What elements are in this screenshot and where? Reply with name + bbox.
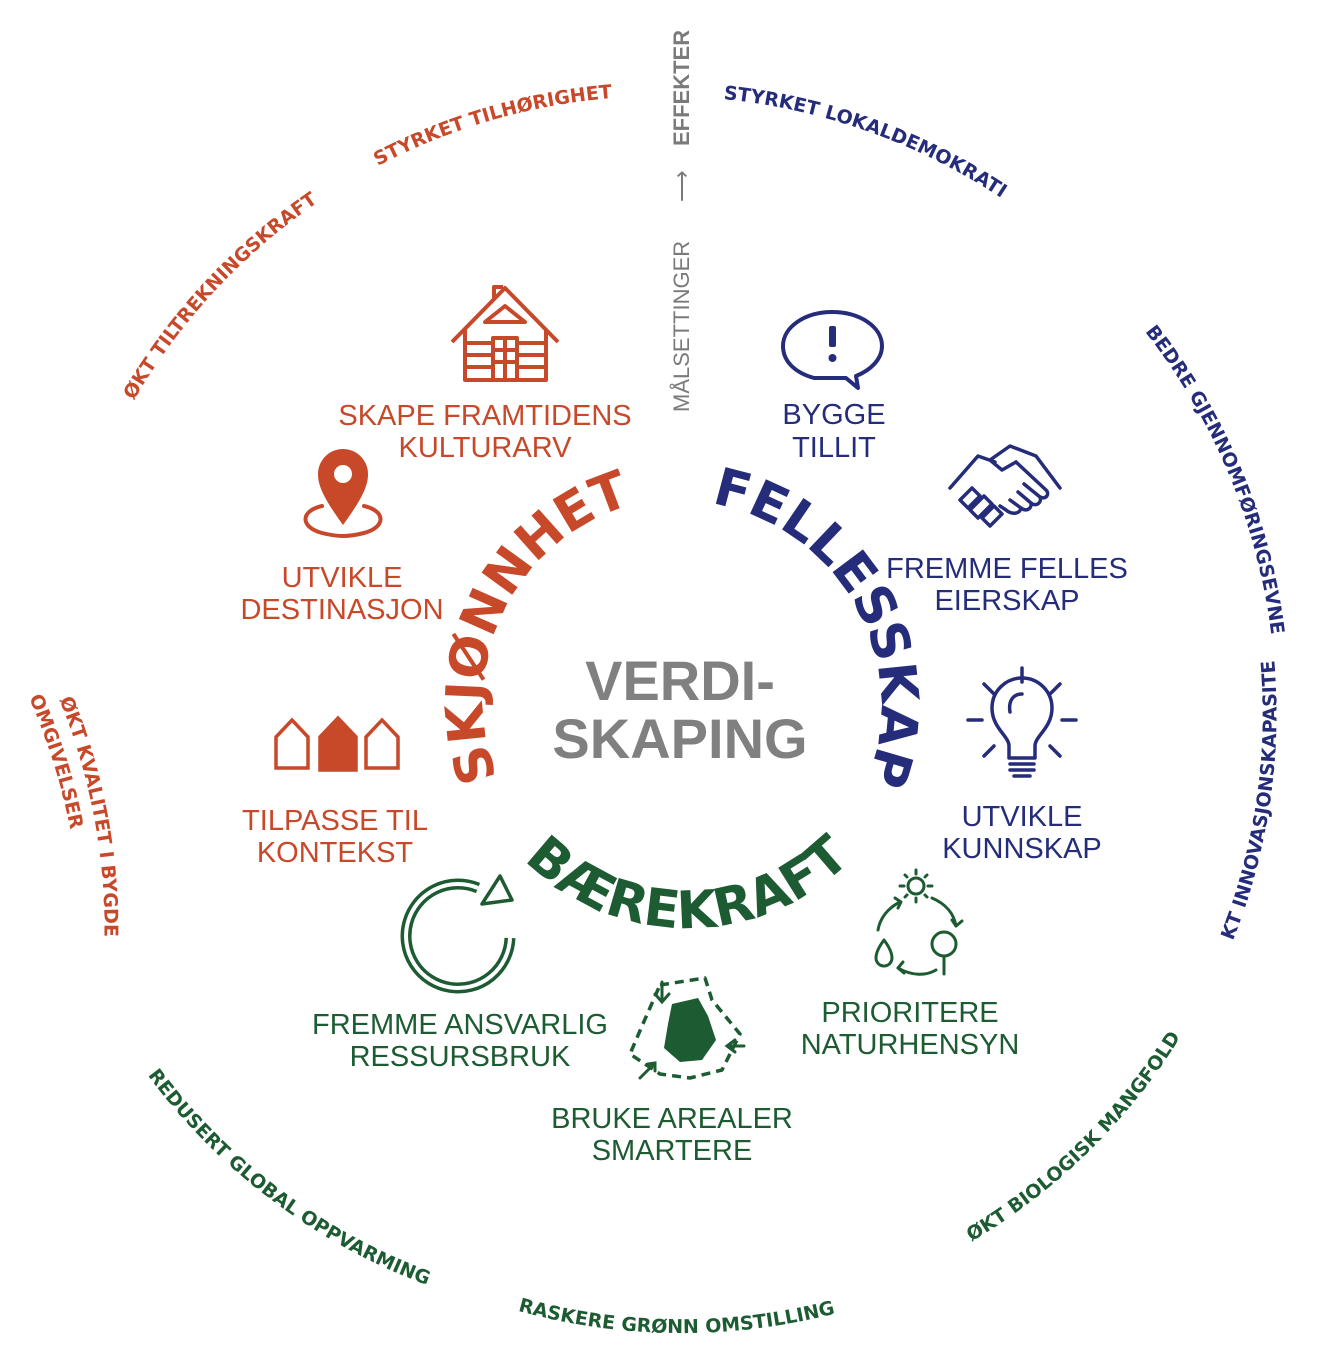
goal-tillit: BYGGE TILLIT (781, 310, 886, 464)
map-pin-icon (303, 449, 383, 538)
speech-bubble-icon (781, 310, 884, 390)
goal-arealer-line-1: BRUKE AREALER (551, 1103, 793, 1135)
goal-eierskap-line-2: EIERSKAP (934, 585, 1079, 617)
nature-cycle-icon (874, 868, 964, 976)
axis-goals-label: MÅLSETTINGER (669, 241, 694, 412)
goal-eierskap: FREMME FELLES EIERSKAP (886, 444, 1128, 617)
goal-ressursbruk: FREMME ANSVARLIG RESSURSBRUK (312, 874, 608, 1073)
effect-global-oppvarming: REDUSERT GLOBAL OPPVARMING (144, 1065, 434, 1290)
goal-tillit-line-2: TILLIT (792, 432, 876, 464)
cabin-icon (450, 285, 560, 382)
houses-icon (274, 715, 400, 772)
goal-kunnskap: UTVIKLE KUNNSKAP (942, 666, 1102, 865)
center-line-2: SKAPING (552, 707, 807, 770)
effect-gronn-omstilling: RASKERE GRØNN OMSTILLING (516, 1294, 836, 1338)
goal-eierskap-line-1: FREMME FELLES (886, 553, 1128, 585)
center-title: VERDI- SKAPING (552, 649, 807, 770)
recycle-arrow-icon (400, 874, 516, 994)
goal-naturhensyn: PRIORITERE NATURHENSYN (801, 868, 1020, 1061)
goal-ressursbruk-line-1: FREMME ANSVARLIG (312, 1009, 608, 1041)
effect-tiltrekningskraft: ØKT TILTREKNINGSKRAFT (119, 188, 321, 403)
goal-kulturarv-line-1: SKAPE FRAMTIDENS (338, 400, 631, 432)
goal-kulturarv: SKAPE FRAMTIDENS KULTURARV (338, 285, 632, 464)
lightbulb-icon (966, 666, 1078, 778)
goal-destinasjon: UTVIKLE DESTINASJON (240, 449, 444, 626)
pillar-baerekraft: BÆREKRAFT (515, 824, 860, 941)
goal-arealer-line-2: SMARTERE (592, 1135, 753, 1167)
land-use-icon (628, 976, 746, 1080)
goal-destinasjon-line-2: DESTINASJON (240, 594, 443, 626)
effect-tilhorighet: STYRKET TILHØRIGHET (370, 81, 613, 170)
axis-effects-label: EFFEKTER (669, 30, 694, 146)
effect-lokaldemokrati: STYRKET LOKALDEMOKRATI (723, 82, 1011, 202)
goal-arealer: BRUKE AREALER SMARTERE (551, 976, 793, 1167)
goal-ressursbruk-line-2: RESSURSBRUK (350, 1041, 571, 1073)
goal-kontekst-line-2: KONTEKST (257, 837, 414, 869)
goal-destinasjon-line-1: UTVIKLE (282, 562, 403, 594)
center-line-1: VERDI- (585, 649, 775, 712)
axis-labels: MÅLSETTINGER ⟶ EFFEKTER (669, 30, 694, 412)
goal-tillit-line-1: BYGGE (782, 399, 885, 431)
goal-naturhensyn-line-1: PRIORITERE (821, 997, 998, 1029)
goal-kontekst: TILPASSE TIL KONTEKST (242, 715, 428, 869)
goal-kunnskap-line-1: UTVIKLE (962, 801, 1083, 833)
goal-kontekst-line-1: TILPASSE TIL (242, 805, 428, 837)
goal-kulturarv-line-2: KULTURARV (399, 432, 573, 464)
handshake-icon (948, 444, 1062, 528)
effect-innovasjonskapasitet: ØKT INNOVASJONSKAPASITET (0, 0, 1282, 943)
axis-arrow: ⟶ (669, 170, 694, 202)
goal-kunnskap-line-2: KUNNSKAP (942, 833, 1102, 865)
goal-naturhensyn-line-2: NATURHENSYN (801, 1029, 1020, 1061)
effect-gjennomforingsevne: BEDRE GJENNOMFØRINGSEVNE (1141, 321, 1288, 635)
